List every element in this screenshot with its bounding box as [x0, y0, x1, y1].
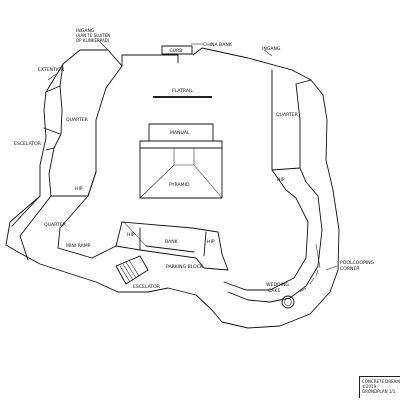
- label-extention: EXTENTION: [38, 67, 64, 73]
- curb-obstacle: [161, 45, 193, 55]
- label-escelator-left: ESCELATOR: [14, 141, 42, 147]
- label-quarter-lower: QUARTER: [44, 222, 67, 228]
- label-ingang-top-note-2: OP KLINKERPAD): [76, 38, 110, 43]
- label-ingang-top: INGANG: [76, 28, 95, 34]
- title-block-sheet: GRONDPLAN 1/1: [362, 389, 396, 394]
- park-outline: [5, 47, 340, 329]
- label-curb: CURB: [170, 48, 183, 54]
- wedding-cake-obstacle: [281, 295, 295, 309]
- label-poolcooping-1: POOLCOOPING: [340, 260, 375, 266]
- label-bank: BANK: [165, 239, 179, 245]
- label-mini-ramp: MINI RAMP: [66, 243, 91, 249]
- label-wedding-1: WEDDING: [266, 282, 289, 288]
- bank-obstacle: [115, 221, 229, 271]
- label-hip-mid-right: HIP: [207, 239, 215, 245]
- label-manual: MANUAL: [170, 130, 190, 136]
- label-ingang-right: INGANG: [262, 46, 281, 52]
- label-quarter-right: QUARTER: [276, 112, 299, 118]
- left-structure: [11, 63, 123, 261]
- label-pyramid: PYRAMID: [169, 182, 190, 188]
- label-leaders: [47, 39, 338, 271]
- label-hip-left: HIP: [75, 186, 83, 192]
- title-block-copyright: ©2019: [362, 384, 377, 389]
- title-block-project: CONCRETE DREAM: [362, 379, 400, 384]
- label-wedding-2: CAKE: [268, 288, 280, 294]
- label-hip-mid-left: HIP: [127, 232, 135, 238]
- poolcooping-corner: [299, 243, 321, 293]
- label-parking-block: PARKING BLOCK: [166, 264, 204, 270]
- bottom-escelator: [115, 255, 149, 285]
- label-escelator-bottom: ESCELATOR: [133, 284, 161, 290]
- label-hip-right: HIP: [277, 177, 285, 183]
- label-poolcooping-2: CORNER: [340, 266, 360, 272]
- manual-pyramid-obstacle: [139, 123, 223, 199]
- labels: INGANG (AAN TE SLUITEN OP KLINKERPAD) CU…: [14, 28, 375, 294]
- label-flatrail: FLATRAIL: [172, 88, 193, 94]
- right-structure: [223, 69, 323, 303]
- label-quarter-left: QUARTER: [66, 117, 89, 123]
- label-ingang-top-note-1: (AAN TE SLUITEN: [76, 33, 110, 38]
- title-block: CONCRETE DREAM ©2019 GRONDPLAN 1/1: [359, 376, 400, 398]
- label-china-bank: CHINA BANK: [203, 42, 233, 48]
